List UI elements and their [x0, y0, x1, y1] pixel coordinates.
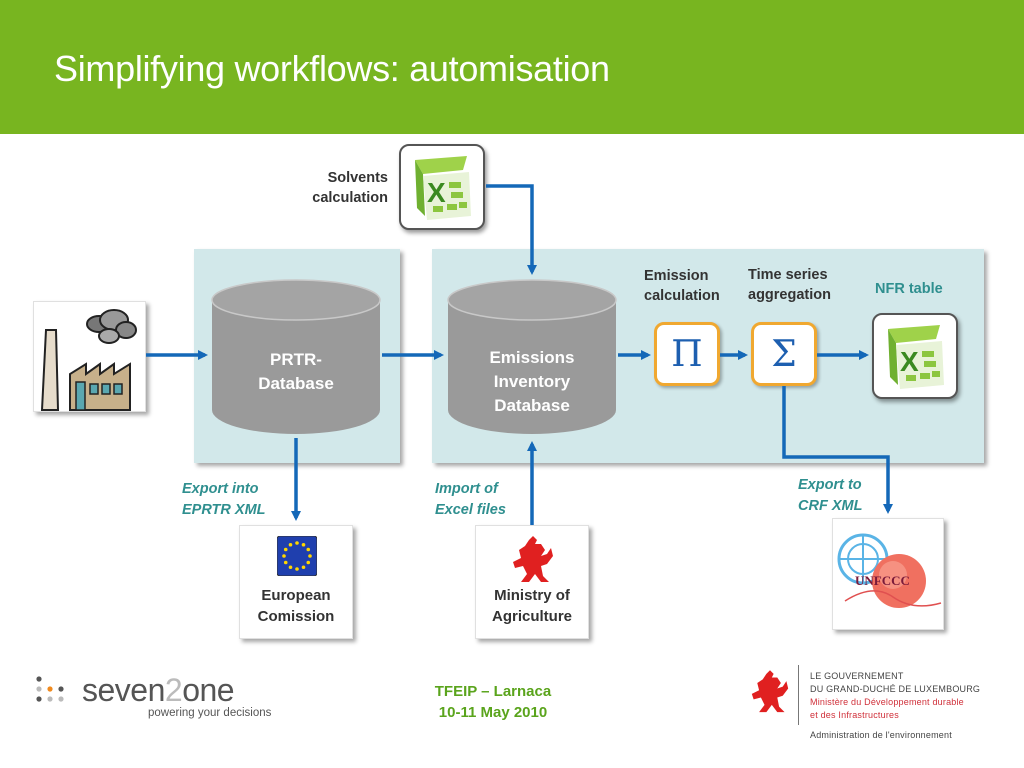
- eu-star-icon: [295, 567, 299, 571]
- import-excel-label: Import of Excel files: [435, 479, 506, 521]
- eu-line2: Comission: [257, 608, 335, 625]
- seven2one-logo: seven2one: [82, 672, 235, 709]
- prtr-label-line2: Database: [258, 374, 334, 393]
- logo-part1: seven: [82, 672, 165, 708]
- logo-part3: one: [182, 672, 235, 708]
- emission-calculation-operator[interactable]: Π: [654, 322, 720, 386]
- solvents-label: Solvents calculation: [290, 168, 388, 208]
- gov-line5: Administration de l'environnement: [810, 730, 952, 740]
- european-commission-card[interactable]: European Comission: [239, 525, 353, 639]
- ministry-of-agriculture-card[interactable]: Ministry of Agriculture: [475, 525, 589, 639]
- export-eprtr-line1: Export into: [182, 481, 259, 497]
- emission-calc-line1: Emission: [644, 268, 709, 284]
- eu-star-icon: [288, 542, 293, 547]
- logo-part2: 2: [164, 672, 183, 708]
- database-icon: [211, 279, 381, 434]
- sum-symbol-icon: Σ: [771, 333, 797, 375]
- eu-star-icon: [283, 560, 288, 565]
- seven2one-dots-icon: [36, 676, 64, 702]
- time-series-operator[interactable]: Σ: [751, 322, 817, 386]
- time-series-line1: Time series: [748, 267, 828, 283]
- eu-star-icon: [301, 565, 306, 570]
- export-crf-line2: CRF XML: [798, 498, 863, 514]
- event-info: TFEIP – Larnaca 10-11 May 2010: [408, 681, 578, 723]
- eu-star-icon: [301, 542, 306, 547]
- time-series-line2: aggregation: [748, 287, 831, 303]
- eu-line1: European: [261, 587, 331, 604]
- emissions-label-line3: Database: [494, 396, 570, 415]
- svg-text:X: X: [900, 346, 919, 377]
- excel-icon: X: [415, 156, 471, 220]
- factory-icon: [40, 309, 137, 411]
- export-eprtr-line2: EPRTR XML: [182, 502, 266, 518]
- emissions-database-label: Emissions Inventory Database: [446, 346, 618, 418]
- ministry-line1: Ministry of: [494, 587, 570, 604]
- emission-calc-line2: calculation: [644, 288, 720, 304]
- event-line2: 10-11 May 2010: [438, 704, 548, 721]
- emissions-inventory-database[interactable]: Emissions Inventory Database: [446, 278, 618, 438]
- svg-text:X: X: [427, 177, 446, 208]
- product-symbol-icon: Π: [671, 333, 703, 375]
- european-commission-label: European Comission: [240, 585, 352, 627]
- nfr-table-label: NFR table: [875, 281, 943, 297]
- unfccc-card[interactable]: UNFCCC: [832, 518, 944, 630]
- export-crf-line1: Export to: [798, 477, 862, 493]
- luxembourg-lion-icon: [751, 670, 789, 713]
- eu-star-icon: [295, 541, 299, 545]
- gov-line2: DU GRAND-DUCHÉ DE LUXEMBOURG: [810, 684, 981, 694]
- import-excel-line1: Import of: [435, 481, 498, 497]
- database-icon: [447, 279, 617, 434]
- ministry-line2: Agriculture: [491, 608, 572, 625]
- solvents-label-line1: Solvents: [327, 170, 388, 186]
- eu-star-icon: [308, 554, 312, 558]
- ministry-label: Ministry of Agriculture: [476, 585, 588, 627]
- eu-star-icon: [282, 554, 286, 558]
- gov-divider: [798, 665, 799, 725]
- gov-line1: LE GOUVERNEMENT: [810, 671, 904, 681]
- eu-star-icon: [306, 547, 311, 552]
- event-line1: TFEIP – Larnaca: [434, 683, 552, 700]
- gov-line3: Ministère du Développement durable: [810, 697, 964, 707]
- excel-icon: X: [888, 325, 944, 389]
- slide-header: Simplifying workflows: automisation: [0, 0, 1024, 134]
- prtr-database-label: PRTR- Database: [210, 348, 382, 396]
- solvents-label-line2: calculation: [312, 190, 388, 206]
- red-lion-icon: [513, 536, 553, 582]
- gov-line4: et des Infrastructures: [810, 710, 899, 720]
- export-crf-label: Export to CRF XML: [798, 475, 862, 517]
- factory-source-card: [33, 301, 146, 412]
- prtr-label-line1: PRTR-: [270, 350, 322, 369]
- eu-flag-icon: [277, 536, 317, 576]
- eu-star-icon: [288, 565, 293, 570]
- nfr-table-excel-file[interactable]: X: [872, 313, 958, 399]
- unfccc-text: UNFCCC: [855, 573, 910, 588]
- emissions-label-line2: Inventory: [493, 372, 571, 391]
- slide-title: Simplifying workflows: automisation: [54, 48, 610, 89]
- solvents-excel-file[interactable]: X: [399, 144, 485, 230]
- seven2one-tagline: powering your decisions: [148, 707, 272, 719]
- eu-star-icon: [283, 547, 288, 552]
- eu-star-icon: [306, 560, 311, 565]
- time-series-label: Time series aggregation: [748, 265, 831, 305]
- prtr-database[interactable]: PRTR- Database: [210, 278, 382, 438]
- import-excel-line2: Excel files: [435, 502, 506, 518]
- emission-calculation-label: Emission calculation: [644, 266, 720, 306]
- unfccc-logo-icon: UNFCCC: [837, 533, 942, 608]
- export-eprtr-label: Export into EPRTR XML: [182, 479, 266, 521]
- emissions-label-line1: Emissions: [489, 348, 575, 367]
